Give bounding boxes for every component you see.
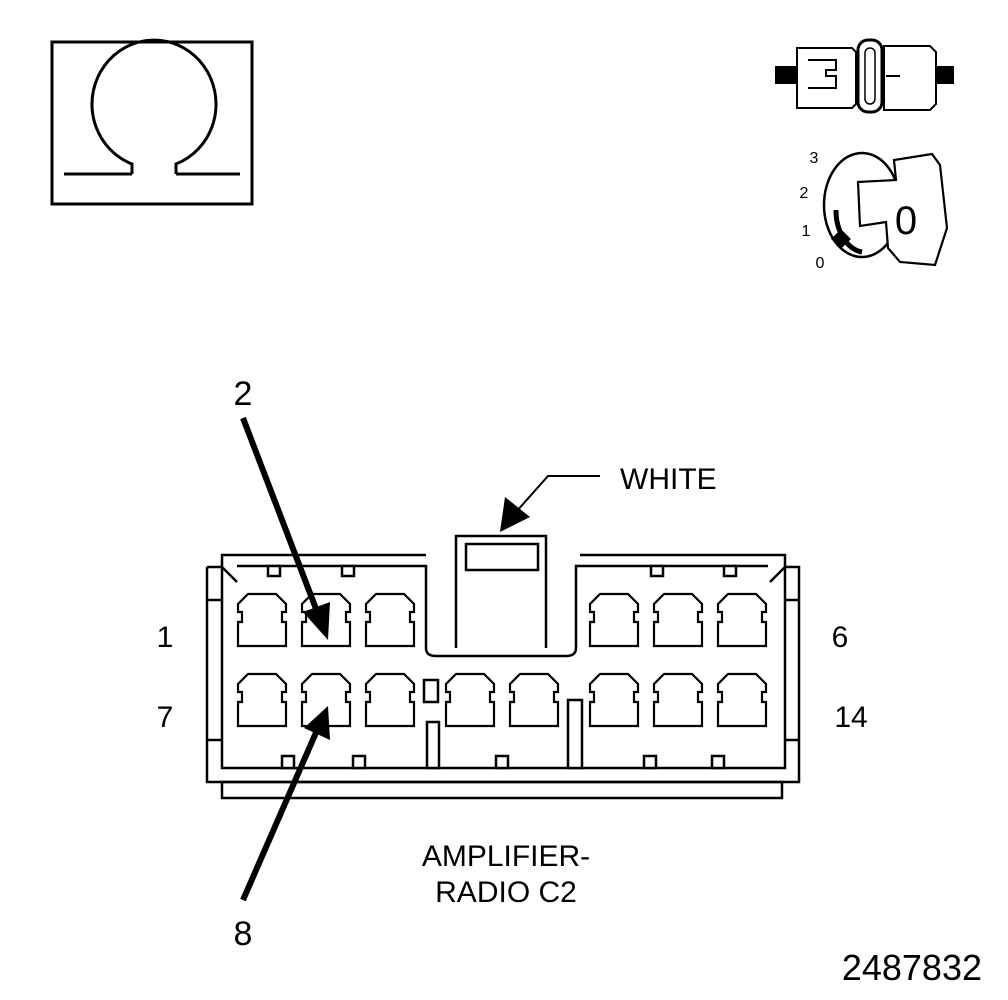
callout-arrow-8 (240, 706, 330, 902)
callout-2: 2 (234, 375, 253, 413)
cavity-10 (444, 672, 496, 728)
disconnected-connector-icon (775, 38, 954, 114)
cavity-13 (652, 672, 704, 728)
cavity-7 (236, 672, 288, 728)
amplifier-radio-c2-connector (205, 534, 801, 800)
cavity-4 (588, 592, 640, 648)
ohmmeter-icon (50, 38, 254, 206)
switch-position-3: 3 (810, 150, 819, 167)
switch-position-1: 1 (802, 223, 811, 240)
pin-label-1: 1 (157, 621, 174, 654)
lock-color-label: WHITE (620, 463, 717, 496)
cavity-12 (588, 672, 640, 728)
cavity-9 (364, 672, 416, 728)
callout-8: 8 (234, 915, 253, 953)
pin-label-14: 14 (834, 701, 867, 734)
switch-position-2: 2 (800, 185, 809, 202)
cavity-6 (716, 592, 768, 648)
figure-id: 2487832 (842, 947, 982, 988)
pin-label-6: 6 (832, 621, 849, 654)
ignition-key-icon: 0 3 2 1 0 (800, 150, 949, 272)
connector-name-line1: AMPLIFIER- (422, 840, 590, 873)
callout-arrow-2 (240, 416, 330, 640)
white-lock-leader (500, 475, 600, 532)
cavity-3 (364, 592, 416, 648)
switch-position-0: 0 (816, 255, 825, 272)
cavity-11 (508, 672, 560, 728)
connector-name-line2: RADIO C2 (435, 876, 577, 909)
pin-label-7: 7 (157, 701, 174, 734)
cavity-5 (652, 592, 704, 648)
cavity-14 (716, 672, 768, 728)
cavity-1 (236, 592, 288, 648)
key-label: 0 (895, 199, 917, 243)
